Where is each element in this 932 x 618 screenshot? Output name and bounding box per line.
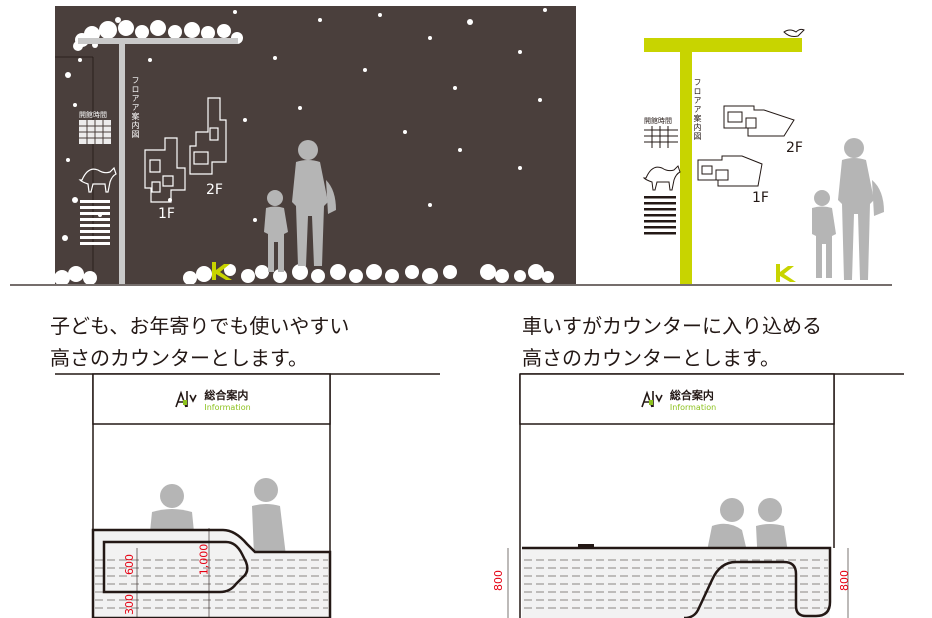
right-elevation: フロアア案内図 開館時間 2F 1F — [600, 0, 932, 300]
right-floorplan-1f — [697, 155, 763, 187]
left-horse-icon — [78, 166, 117, 193]
dim-right-800-b: 800 — [838, 570, 851, 591]
bird-icon — [783, 28, 805, 37]
left-counter-body — [91, 528, 332, 618]
left-information-sign: 総合案内 Information — [95, 376, 328, 422]
left-schedule-block — [79, 120, 111, 144]
left-vertical-label: フロアア案内図 — [131, 76, 140, 139]
dim-left-1000: 1,000 — [197, 543, 211, 576]
left-elevation: フロアア案内図 開館時間 1F 2F — [0, 0, 932, 300]
dim-left-600: 600 — [123, 554, 136, 575]
caption-right-line2: 高さのカウンターとします。 — [522, 346, 780, 370]
left-silhouettes — [264, 140, 336, 272]
information-sign-icon — [175, 390, 198, 408]
right-vertical-label: フロアア案内図 — [693, 78, 702, 141]
caption-left-line1: 子ども、お年寄りでも使いやすい — [50, 314, 350, 338]
left-schedule-label: 開館時間 — [79, 111, 107, 119]
right-counter-section: 総合案内 Information 800 800 — [466, 368, 932, 618]
right-information-sign: 総合案内 Information — [522, 376, 832, 422]
right-floor-2f: 2F — [786, 140, 803, 156]
left-counter-drawing — [55, 373, 440, 618]
left-counter-section: 総合案内 Information 600 1,000 300 — [0, 368, 466, 618]
caption-left-line2: 高さのカウンターとします。 — [50, 346, 308, 370]
right-floorplan-2f — [723, 105, 795, 137]
caption-right-line1: 車いすがカウンターに入り込める — [522, 314, 822, 338]
right-silhouettes — [812, 138, 884, 280]
left-pole-top — [78, 38, 238, 44]
right-counter-body — [522, 544, 832, 618]
left-sign-en: Information — [204, 402, 251, 412]
left-floorplan-2f — [189, 97, 227, 175]
left-elevation-drawing — [10, 6, 600, 286]
dim-right-800-a: 800 — [492, 570, 505, 591]
left-floorplan-1f — [144, 137, 186, 203]
right-elevation-drawing — [600, 28, 892, 286]
left-floor-2f: 2F — [206, 182, 223, 198]
right-pole-vertical — [680, 38, 692, 284]
dim-left-300: 300 — [123, 594, 136, 615]
right-sign-en: Information — [669, 402, 717, 412]
right-counter-drawing — [507, 373, 904, 618]
left-k-mark-icon — [212, 262, 232, 280]
right-k-mark-icon — [776, 264, 796, 282]
information-sign-icon — [641, 390, 663, 408]
right-horse-icon — [642, 165, 681, 191]
left-sign-jp: 総合案内 — [204, 388, 249, 402]
left-pole-vertical — [119, 40, 125, 284]
right-floor-1f: 1F — [752, 190, 769, 206]
right-pole-top — [644, 38, 802, 52]
left-floor-1f: 1F — [158, 206, 175, 222]
right-schedule-label: 開館時間 — [644, 117, 672, 125]
right-sign-jp: 総合案内 — [669, 388, 714, 402]
